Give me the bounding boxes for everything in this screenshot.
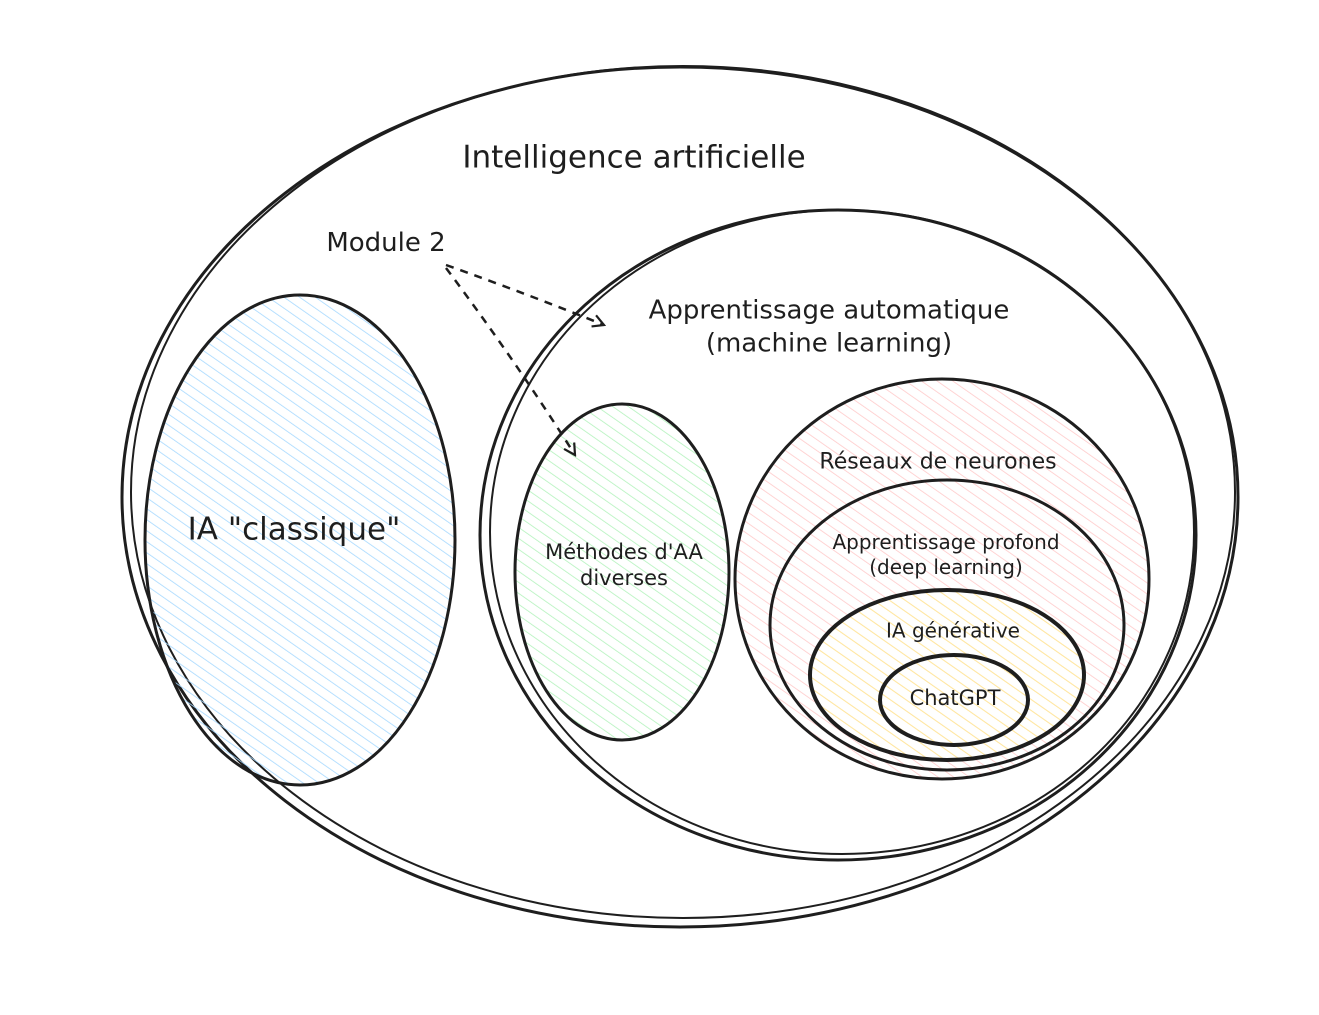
generative-ai-label: IA générative [886, 618, 1020, 643]
various-ml-label-line1: Méthodes d'AA [545, 539, 703, 564]
machine-learning-label: Apprentissage automatique (machine learn… [649, 295, 1010, 360]
machine-learning-label-line2: (machine learning) [705, 328, 953, 358]
classic-ai-ellipse [143, 293, 457, 787]
title-label: Intelligence artificielle [462, 139, 806, 176]
chatgpt-label: ChatGPT [909, 685, 1001, 710]
neural-networks-label: Réseaux de neurones [819, 449, 1057, 475]
ai-ellipse-sketch [130, 65, 1236, 919]
various-ml-ellipse [513, 402, 731, 742]
module-annotation: Module 2 [326, 227, 446, 258]
deep-learning-label: Apprentissage profond (deep learning) [832, 530, 1059, 580]
arrow-to-various-ml [444, 267, 575, 455]
arrow-to-machine-learning [445, 263, 604, 325]
machine-learning-ellipse-sketch [489, 209, 1195, 855]
deep-learning-label-line1: Apprentissage profond [832, 530, 1060, 554]
various-ml-label-line2: diverses [580, 566, 668, 590]
chatgpt-ellipse [878, 653, 1030, 747]
deep-learning-ellipse [768, 478, 1126, 772]
classic-ai-label: IA "classique" [187, 511, 401, 548]
various-ml-label: Méthodes d'AA diverses [545, 539, 703, 592]
machine-learning-label-line1: Apprentissage automatique [648, 295, 1010, 326]
deep-learning-label-line2: (deep learning) [869, 555, 1023, 579]
generative-ai-ellipse [808, 588, 1086, 762]
